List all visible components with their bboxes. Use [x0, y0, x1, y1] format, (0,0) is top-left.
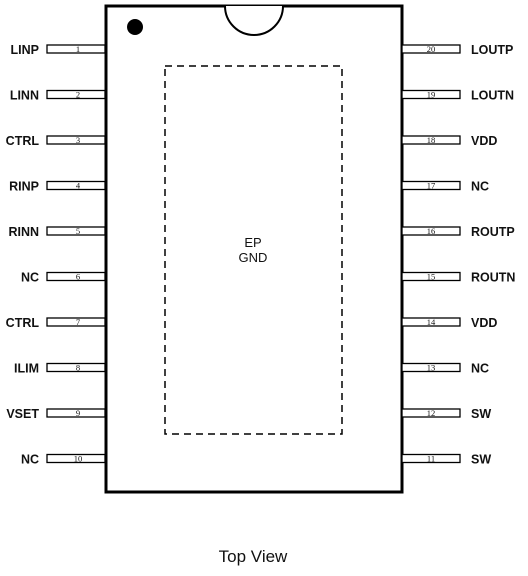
- pin-pad: [46, 135, 106, 145]
- pin-number: 12: [427, 408, 436, 418]
- pin-pad: [46, 226, 106, 236]
- pin-number: 6: [76, 272, 80, 282]
- pin-number: 4: [76, 181, 81, 191]
- pin-number: 11: [427, 454, 435, 464]
- package-body: [104, 4, 404, 494]
- pin-left-8: 8 ILIM: [14, 362, 106, 376]
- pin-pad: [401, 226, 461, 236]
- pin-left-2: 2 LINN: [10, 89, 106, 103]
- pin1-indicator-dot: [127, 19, 143, 35]
- pin-pad: [401, 271, 461, 282]
- pin-right-1: 20 LOUTP: [401, 43, 513, 57]
- pin-name: VDD: [471, 316, 497, 330]
- pin-name: SW: [471, 453, 491, 467]
- pin-number: 9: [76, 408, 80, 418]
- pin-name: LOUTP: [471, 43, 513, 57]
- pin-name: CTRL: [6, 316, 40, 330]
- pin-pad: [401, 180, 461, 191]
- view-caption: Top View: [219, 547, 288, 566]
- pin-name: ROUTN: [471, 271, 515, 285]
- pin-number: 13: [427, 363, 436, 373]
- pin-left-7: 7 CTRL: [6, 316, 106, 330]
- pin-pad: [46, 271, 106, 282]
- pin-number: 19: [427, 90, 436, 100]
- pin-pad: [401, 408, 461, 418]
- pin-pad: [46, 89, 106, 100]
- pin-pad: [46, 317, 106, 327]
- left-pin-group: 1LINP2LINN3CTRL4RINP5RINN6NC7CTRL8ILIM9V…: [6, 43, 106, 467]
- pin-left-3: 3 CTRL: [6, 134, 106, 148]
- pin-number: 14: [427, 317, 436, 327]
- pin-pad: [401, 317, 461, 327]
- pin-pad: [46, 180, 106, 191]
- pin-name: NC: [21, 453, 39, 467]
- pin-name: NC: [21, 271, 39, 285]
- pin-name: LOUTN: [471, 89, 514, 103]
- pin-number: 3: [76, 135, 80, 145]
- pin-name: RINN: [8, 225, 39, 239]
- pin-left-4: 4 RINP: [9, 180, 106, 194]
- pin-pad: [401, 135, 461, 145]
- pin-left-6: 6 NC: [21, 271, 106, 285]
- pin-name: LINN: [10, 89, 39, 103]
- pin-name: VSET: [6, 407, 39, 421]
- pin-name: ROUTP: [471, 225, 515, 239]
- pin-right-6: 15 ROUTN: [401, 271, 515, 285]
- pin-right-5: 16 ROUTP: [401, 225, 515, 239]
- pin-name: CTRL: [6, 134, 40, 148]
- pin-right-3: 18 VDD: [401, 134, 497, 148]
- pin-pad: [46, 408, 106, 418]
- pin-name: ILIM: [14, 362, 39, 376]
- pin-right-4: 17 NC: [401, 180, 489, 194]
- pin-name: RINP: [9, 180, 39, 194]
- pin-left-1: 1 LINP: [11, 43, 106, 57]
- pin-name: VDD: [471, 134, 497, 148]
- pin-number: 5: [76, 226, 80, 236]
- pin-right-10: 11 SW: [401, 453, 491, 467]
- pin-name: NC: [471, 180, 489, 194]
- pin-number: 17: [427, 181, 436, 191]
- pin-left-5: 5 RINN: [8, 225, 106, 239]
- exposed-pad-label: EP: [244, 235, 261, 250]
- pin-pad: [401, 453, 461, 464]
- pin-number: 15: [427, 272, 436, 282]
- pin-pad: [46, 362, 106, 373]
- pin-pad: [401, 89, 461, 100]
- pin-number: 8: [76, 363, 80, 373]
- pin-right-8: 13 NC: [401, 362, 489, 376]
- pin-name: SW: [471, 407, 491, 421]
- pin-right-2: 19 LOUTN: [401, 89, 514, 103]
- exposed-pad: [164, 65, 343, 435]
- pin-left-10: 10 NC: [21, 453, 106, 467]
- pin-number: 7: [76, 317, 80, 327]
- pin-number: 16: [427, 226, 436, 236]
- exposed-pad-net: GND: [239, 250, 268, 265]
- pin-number: 18: [427, 135, 436, 145]
- pin-right-7: 14 VDD: [401, 316, 497, 330]
- pin-pad: [401, 362, 461, 373]
- pin-number: 2: [76, 90, 80, 100]
- pin-name: NC: [471, 362, 489, 376]
- pin-right-9: 12 SW: [401, 407, 491, 421]
- pin-number: 20: [427, 44, 436, 54]
- pin-number: 10: [74, 454, 83, 464]
- pin-name: LINP: [11, 43, 39, 57]
- pin-pad: [46, 453, 106, 464]
- pin-pad: [401, 44, 461, 54]
- pin-pad: [46, 44, 106, 54]
- pin-left-9: 9 VSET: [6, 407, 106, 421]
- pin-number: 1: [76, 44, 80, 54]
- orientation-notch: [224, 5, 284, 36]
